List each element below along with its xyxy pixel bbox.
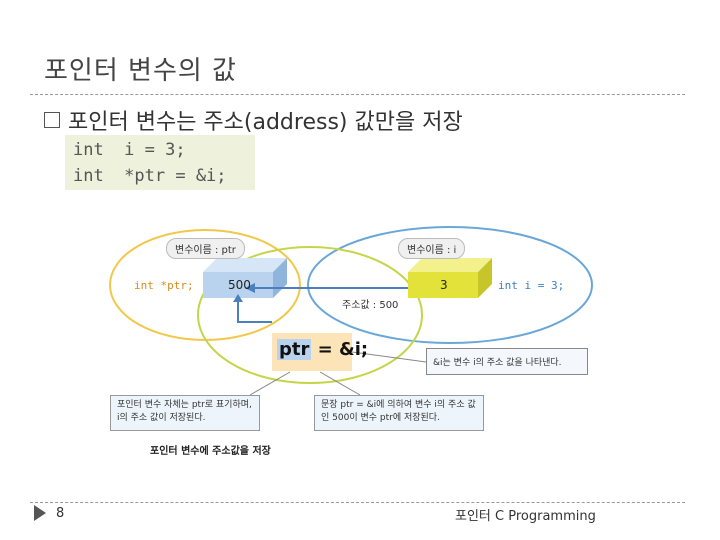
statement-ptr: ptr — [277, 339, 312, 360]
i-value: 3 — [440, 278, 448, 292]
bullet-item: 포인터 변수는 주소(address) 값만을 저장 — [44, 104, 463, 136]
diagram-caption: 포인터 변수에 주소값을 저장 — [150, 446, 271, 457]
assignment-note: 문장 ptr = &i에 의하여 변수 i의 주소 값인 500이 변수 ptr… — [314, 395, 484, 431]
code-line-1: int i = 3; — [73, 140, 186, 160]
bullet-box-icon — [44, 112, 60, 128]
address-label: 주소값 : 500 — [342, 300, 399, 311]
code-line-2: int *ptr = &i; — [73, 166, 227, 186]
i-variable-ellipse — [307, 226, 593, 344]
bullet-text: 포인터 변수는 주소(address) 값만을 저장 — [68, 110, 463, 135]
assignment-ellipse — [197, 246, 423, 384]
ptr-declaration: int *ptr; — [134, 279, 194, 292]
i-declaration: int i = 3; — [498, 279, 565, 292]
ptr-name-label: 변수이름 : ptr — [166, 238, 245, 259]
address-of-note: &i는 변수 i의 주소 값을 나타낸다. — [426, 348, 588, 375]
footer-text: 포인터 C Programming — [455, 509, 596, 524]
page-number: 8 — [56, 506, 65, 521]
ptr-value: 500 — [228, 278, 251, 292]
statement-text: ptr = &i; — [277, 339, 368, 360]
assignment-arrow — [237, 300, 272, 323]
page-arrow-icon — [34, 505, 46, 521]
code-block: int i = 3; int *ptr = &i; — [65, 135, 255, 190]
statement-rest: = &i; — [311, 339, 369, 360]
ptr-variable-note: 포인터 변수 자체는 ptr로 표기하며, i의 주소 값이 저장된다. — [110, 395, 260, 431]
footer-divider — [30, 502, 685, 503]
title-divider — [30, 94, 685, 95]
i-box — [408, 258, 492, 298]
i-name-label: 변수이름 : i — [398, 238, 466, 259]
slide-title: 포인터 변수의 값 — [44, 56, 237, 86]
